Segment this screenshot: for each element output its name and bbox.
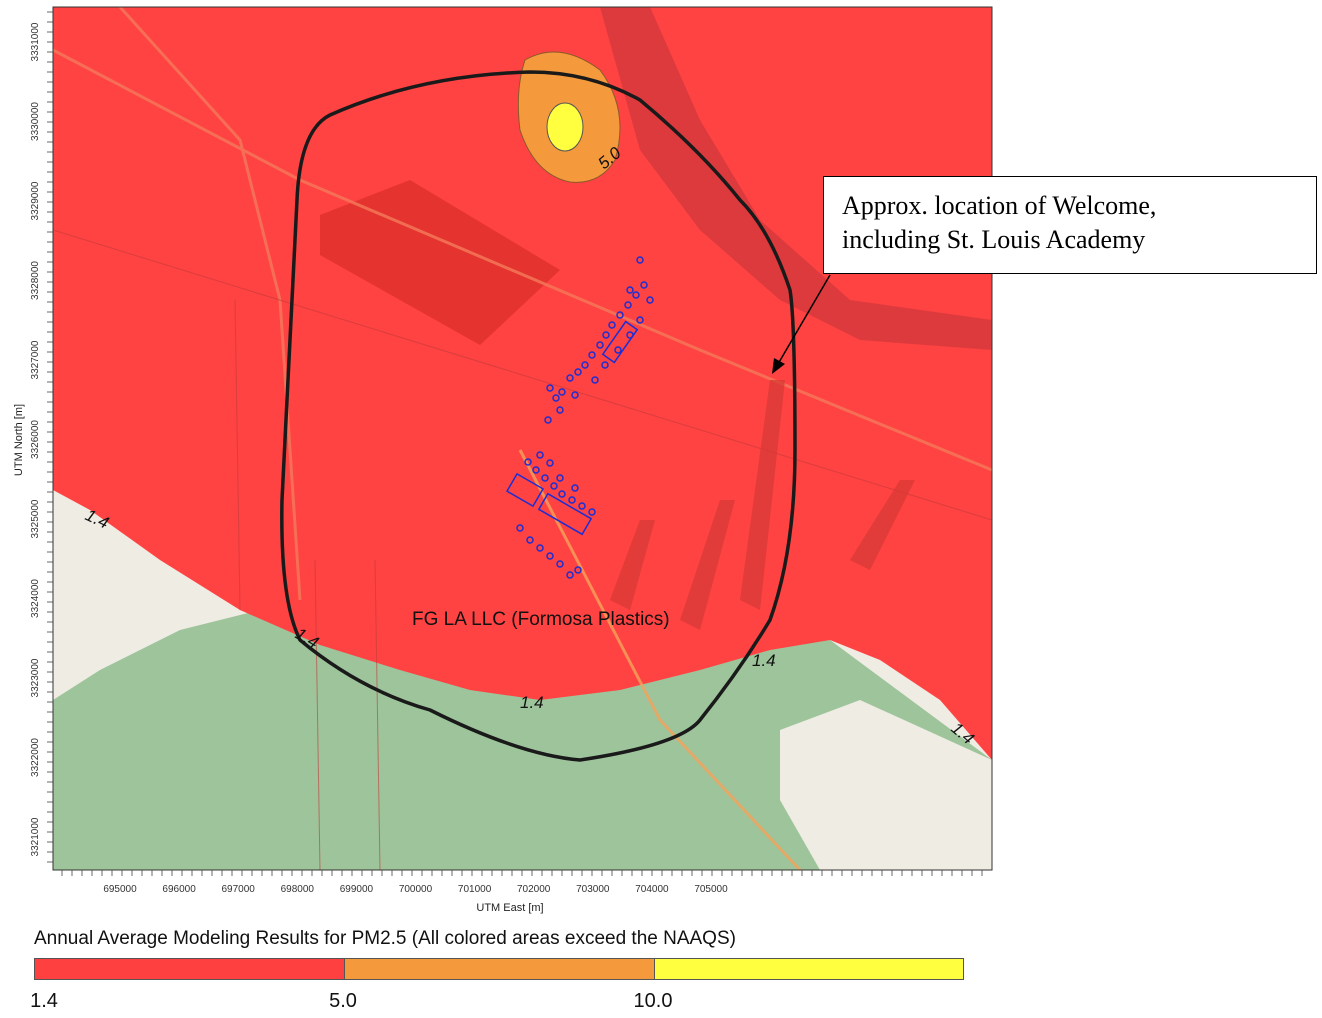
y-tick-label: 3325000	[30, 499, 41, 538]
forest-area	[53, 610, 992, 870]
callout-line-2: including St. Louis Academy	[842, 225, 1146, 254]
y-tick-label: 3330000	[30, 102, 41, 141]
x-tick-label: 699000	[340, 884, 374, 895]
y-tick-label: 3329000	[30, 181, 41, 220]
y-tick-label: 3321000	[30, 817, 41, 856]
x-tick-label: 702000	[517, 884, 551, 895]
y-tick-label: 3324000	[30, 579, 41, 618]
y-tick-label: 3326000	[30, 420, 41, 459]
y-axis-title: UTM North [m]	[13, 404, 25, 476]
legend-tick: 1.4	[30, 990, 58, 1012]
emission-sources	[505, 256, 654, 579]
contour-10-region	[546, 102, 584, 152]
legend-swatch-high	[654, 959, 963, 979]
x-tick-label: 697000	[222, 884, 256, 895]
x-tick-label: 705000	[694, 884, 728, 895]
y-axis: 3331000 3330000 3329000 3328000 3327000 33260…	[30, 11, 53, 863]
x-axis: 695000 696000 697000 698000 699000 700000 7010…	[61, 870, 983, 895]
x-tick-label: 704000	[635, 884, 669, 895]
field-stripes	[610, 380, 915, 630]
legend-tick: 10.0	[633, 990, 673, 1012]
legend-tick: 5.0	[329, 990, 357, 1012]
y-tick-label: 3328000	[30, 261, 41, 300]
legend-title: Annual Average Modeling Results for PM2.…	[34, 928, 736, 949]
legend-color-bar	[34, 958, 964, 980]
x-tick-label: 701000	[458, 884, 492, 895]
y-tick-label: 3323000	[30, 658, 41, 697]
x-tick-label: 703000	[576, 884, 610, 895]
callout-line-1: Approx. location of Welcome,	[842, 191, 1157, 220]
y-tick-label: 3327000	[30, 340, 41, 379]
x-tick-label: 700000	[399, 884, 433, 895]
x-tick-label: 696000	[162, 884, 196, 895]
legend-swatch-mid	[344, 959, 654, 979]
legend-swatch-low	[35, 959, 344, 979]
industrial-block	[320, 180, 560, 345]
x-axis-title: UTM East [m]	[476, 902, 543, 914]
river	[600, 7, 992, 350]
minor-lines	[53, 229, 992, 870]
callout-arrow	[772, 274, 831, 374]
contour-label: 1.4	[520, 693, 544, 712]
welcome-callout: Approx. location of Welcome, including S…	[823, 176, 1317, 274]
x-tick-label: 698000	[281, 884, 315, 895]
y-tick-label: 3331000	[30, 22, 41, 61]
y-tick-label: 3322000	[30, 738, 41, 777]
map-frame	[52, 6, 993, 871]
roads	[53, 7, 992, 870]
map-area: FG LA LLC (Formosa Plastics) 1.4 1.4 1.4…	[53, 7, 992, 870]
x-tick-label: 695000	[103, 884, 137, 895]
facility-label: FG LA LLC (Formosa Plastics)	[412, 609, 670, 630]
open-land-right	[780, 700, 992, 870]
contour-1-4-line	[280, 70, 797, 762]
contour-label: 1.4	[752, 651, 776, 670]
